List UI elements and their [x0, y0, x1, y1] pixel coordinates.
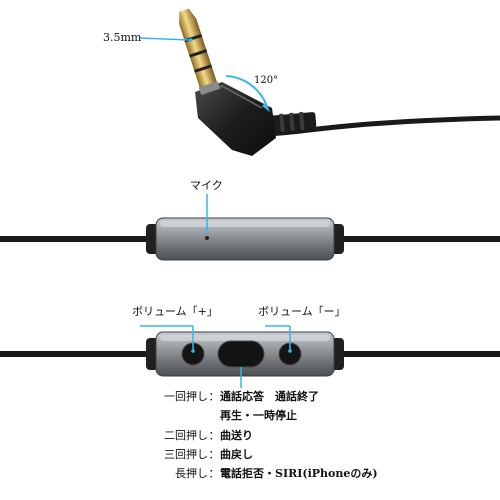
mic-remote — [0, 217, 500, 261]
gold-pin — [179, 8, 221, 95]
plug-pointer-line — [139, 37, 191, 41]
press-action: 通話応答 通話終了 — [220, 390, 319, 403]
volume-up-label: ボリューム「+」 — [132, 305, 218, 318]
press-type: 一回押し — [164, 390, 208, 403]
instruction-row: 長押し：電話拒否・SIRI(iPhoneのみ) — [150, 468, 378, 479]
press-action: 曲送り — [220, 429, 253, 442]
instruction-row: 一回押し：通話応答 通話終了 — [150, 391, 319, 402]
angle-label: 120° — [254, 75, 279, 86]
mic-housing — [155, 217, 335, 261]
plug-cable — [261, 115, 500, 137]
instruction-row: 二回押し：曲送り — [150, 430, 253, 441]
plug-body — [195, 82, 276, 156]
press-action: 曲戻し — [220, 448, 253, 461]
press-type: 二回押し — [164, 429, 208, 442]
volume-remote — [0, 331, 500, 377]
press-type: 長押し — [175, 467, 208, 480]
press-type: 三回押し — [164, 448, 208, 461]
mic-label: マイク — [190, 179, 223, 192]
instruction-row: 三回押し：曲戻し — [150, 449, 253, 460]
plug-size-label: 3.5mm — [103, 31, 142, 44]
center-button — [217, 340, 265, 368]
volume-down-label: ボリューム「ー」 — [258, 305, 346, 318]
mic-hole — [205, 236, 209, 240]
angled-plug — [179, 8, 500, 156]
instruction-row: 再生・一時停止 — [150, 410, 297, 421]
press-action: 再生・一時停止 — [220, 409, 297, 422]
press-action: 電話拒否・SIRI(iPhoneのみ) — [220, 467, 378, 480]
